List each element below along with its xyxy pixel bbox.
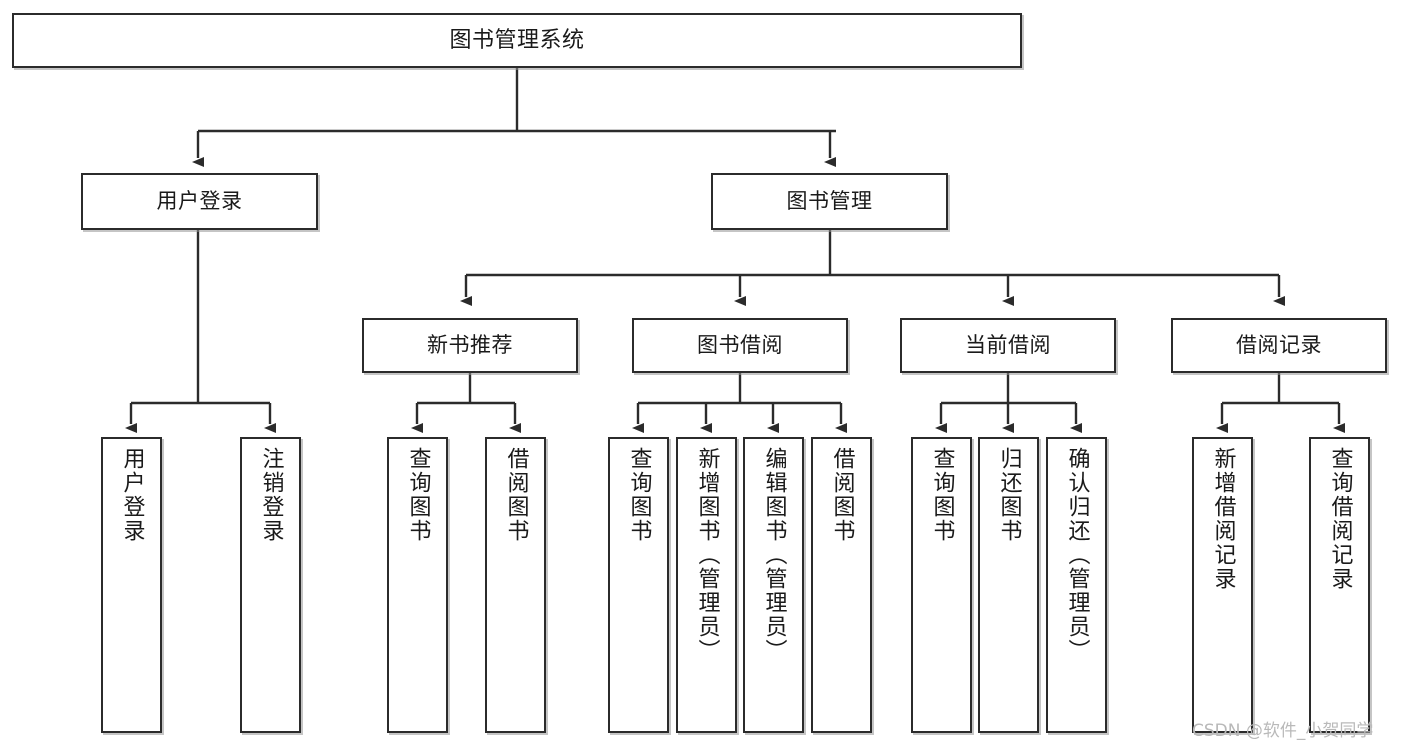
node-root-label: 图书管理系统	[449, 27, 585, 53]
node-leaf-confirm-return-label: 确认归还（管理员）	[1064, 447, 1090, 663]
node-leaf-add-book[interactable]: 新增图书（管理员）	[676, 437, 737, 733]
node-leaf-logout-label: 注销登录	[258, 447, 284, 543]
node-book-borrow[interactable]: 图书借阅	[632, 318, 848, 373]
node-leaf-confirm-return[interactable]: 确认归还（管理员）	[1046, 437, 1107, 733]
node-book-management-label: 图书管理	[786, 189, 873, 214]
csdn-watermark: CSDN @软件_小贺同学	[1192, 721, 1374, 741]
node-leaf-user-login-label: 用户登录	[119, 447, 145, 543]
node-user-login[interactable]: 用户登录	[81, 173, 318, 230]
node-leaf-return-book[interactable]: 归还图书	[978, 437, 1039, 733]
node-leaf-edit-book[interactable]: 编辑图书（管理员）	[743, 437, 804, 733]
node-leaf-query-book-3-label: 查询图书	[929, 447, 955, 543]
node-leaf-query-book-1[interactable]: 查询图书	[387, 437, 448, 733]
node-book-management[interactable]: 图书管理	[711, 173, 948, 230]
node-leaf-query-record-label: 查询借阅记录	[1327, 447, 1353, 591]
node-root[interactable]: 图书管理系统	[12, 13, 1022, 68]
node-leaf-query-book-2[interactable]: 查询图书	[608, 437, 669, 733]
node-leaf-add-record[interactable]: 新增借阅记录	[1192, 437, 1253, 733]
node-current-borrow-label: 当前借阅	[965, 333, 1051, 358]
node-leaf-borrow-book-2-label: 借阅图书	[829, 447, 855, 543]
node-leaf-borrow-book-1[interactable]: 借阅图书	[485, 437, 546, 733]
node-leaf-borrow-book-2[interactable]: 借阅图书	[811, 437, 872, 733]
node-current-borrow[interactable]: 当前借阅	[900, 318, 1116, 373]
node-leaf-add-book-label: 新增图书（管理员）	[694, 447, 720, 663]
node-leaf-user-login[interactable]: 用户登录	[101, 437, 162, 733]
node-leaf-logout[interactable]: 注销登录	[240, 437, 301, 733]
node-leaf-query-book-3[interactable]: 查询图书	[911, 437, 972, 733]
node-book-borrow-label: 图书借阅	[697, 333, 783, 358]
node-leaf-query-book-2-label: 查询图书	[626, 447, 652, 543]
node-leaf-query-record[interactable]: 查询借阅记录	[1309, 437, 1370, 733]
node-leaf-add-record-label: 新增借阅记录	[1210, 447, 1236, 591]
node-leaf-borrow-book-1-label: 借阅图书	[503, 447, 529, 543]
node-user-login-label: 用户登录	[156, 189, 243, 214]
node-leaf-return-book-label: 归还图书	[996, 447, 1022, 543]
node-new-book-recommend-label: 新书推荐	[427, 333, 513, 358]
node-leaf-query-book-1-label: 查询图书	[405, 447, 431, 543]
node-borrow-record[interactable]: 借阅记录	[1171, 318, 1387, 373]
node-new-book-recommend[interactable]: 新书推荐	[362, 318, 578, 373]
node-borrow-record-label: 借阅记录	[1236, 333, 1322, 358]
node-leaf-edit-book-label: 编辑图书（管理员）	[761, 447, 787, 663]
